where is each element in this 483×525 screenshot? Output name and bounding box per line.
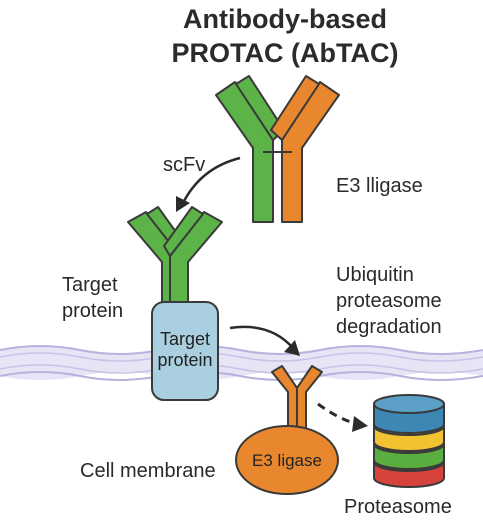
e3-ligase-bottom-label: E3 ligase <box>252 451 322 470</box>
target-protein-box-line-1: Target <box>159 329 211 349</box>
degradation-arrow <box>229 325 300 356</box>
e3-ligase-top-label: E3 lligase <box>336 175 423 197</box>
scfv-arrow <box>176 156 241 212</box>
scfv-label: scFv <box>163 154 206 176</box>
proteasome-label: Proteasome <box>344 496 452 518</box>
diagram-title: Antibody-based PROTAC (AbTAC) <box>140 2 430 70</box>
abtac-antibody <box>215 75 340 223</box>
cell-membrane-label: Cell membrane <box>80 460 216 482</box>
target-protein-label: Target protein <box>62 272 123 324</box>
proteasome-arrow <box>317 402 368 432</box>
title-line-1: Antibody-based <box>182 4 387 34</box>
ubiquitin-label: Ubiquitin proteasome degradation <box>336 262 442 340</box>
e3-ligase-ellipse <box>235 425 339 495</box>
ubiquitin-label-line-1: Ubiquitin <box>336 264 414 286</box>
target-protein-box <box>151 301 219 401</box>
ubiquitin-label-line-2: proteasome <box>336 290 442 312</box>
target-protein-label-line-1: Target <box>62 274 118 296</box>
target-protein-label-line-2: protein <box>62 300 124 322</box>
e3-antibody <box>271 365 323 429</box>
proteasome-stack <box>373 394 445 488</box>
cell-membrane <box>0 345 483 381</box>
ubiquitin-label-line-3: degradation <box>336 316 442 338</box>
target-protein-box-label: Target protein <box>152 329 218 371</box>
scfv-antibody <box>127 206 223 303</box>
target-protein-box-line-2: protein <box>157 350 213 370</box>
title-line-2: PROTAC (AbTAC) <box>171 38 399 68</box>
